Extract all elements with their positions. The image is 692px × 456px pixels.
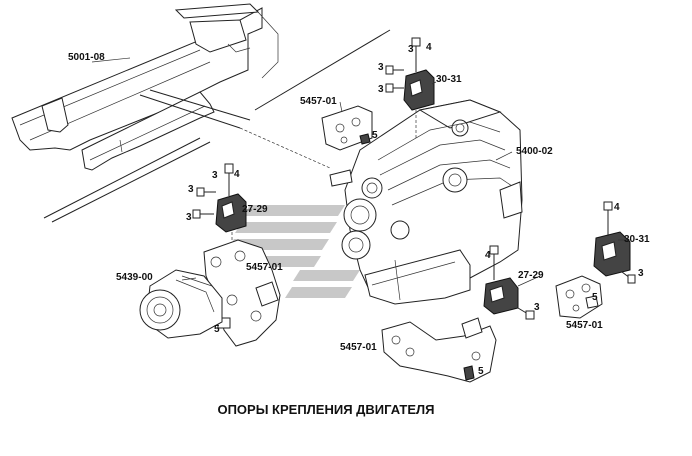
bracket-upper — [321, 105, 373, 151]
callout-screw-left-1: 3 — [212, 170, 218, 181]
callout-bolt-top: 4 — [426, 42, 432, 53]
callout-nut-left: 5 — [214, 324, 220, 335]
callout-screw-left-3: 3 — [186, 212, 192, 223]
mount-right — [593, 201, 636, 284]
bracket-bottom — [381, 317, 497, 383]
callout-bolt-right: 4 — [614, 202, 620, 213]
compressor — [139, 269, 223, 339]
callout-nut-bottom: 5 — [478, 366, 484, 377]
mount-left — [192, 163, 247, 250]
label-bracket-left: 5457-01 — [246, 262, 283, 273]
bracket-left — [203, 239, 281, 347]
frame-rail — [11, 3, 391, 223]
bracket-right — [555, 275, 603, 319]
part-labels: 5001-08 5457-01 5400-02 5439-00 5457-01 … — [68, 42, 650, 377]
mount-center — [483, 245, 535, 320]
label-engine: 5400-02 — [516, 146, 553, 157]
callout-screw-center: 3 — [534, 302, 540, 313]
label-bracket-right: 5457-01 — [566, 320, 603, 331]
callout-screw-right: 3 — [638, 268, 644, 279]
callout-screw-top-3: 3 — [378, 84, 384, 95]
callout-screw-top-2: 3 — [378, 62, 384, 73]
label-bracket-top-left: 5457-01 — [300, 96, 337, 107]
label-mount-top: 30-31 — [436, 74, 462, 85]
mount-top — [385, 37, 435, 140]
callout-screw-left-2: 3 — [188, 184, 194, 195]
callout-bolt-left: 4 — [234, 169, 240, 180]
label-compressor: 5439-00 — [116, 272, 153, 283]
diagram-caption: ОПОРЫ КРЕПЛЕНИЯ ДВИГАТЕЛЯ — [217, 402, 434, 417]
engine-block — [329, 99, 523, 305]
leader-lines — [91, 57, 630, 287]
label-frame: 5001-08 — [68, 52, 105, 63]
callout-bolt-center: 4 — [485, 250, 491, 261]
label-mount-right: 30-31 — [624, 234, 650, 245]
callout-nut-right: 5 — [592, 292, 598, 303]
label-bracket-bottom: 5457-01 — [340, 342, 377, 353]
label-mount-left: 27-29 — [242, 204, 268, 215]
label-mount-center: 27-29 — [518, 270, 544, 281]
callout-screw-top-1: 3 — [408, 44, 414, 55]
callout-nut-top: 5 — [372, 130, 378, 141]
